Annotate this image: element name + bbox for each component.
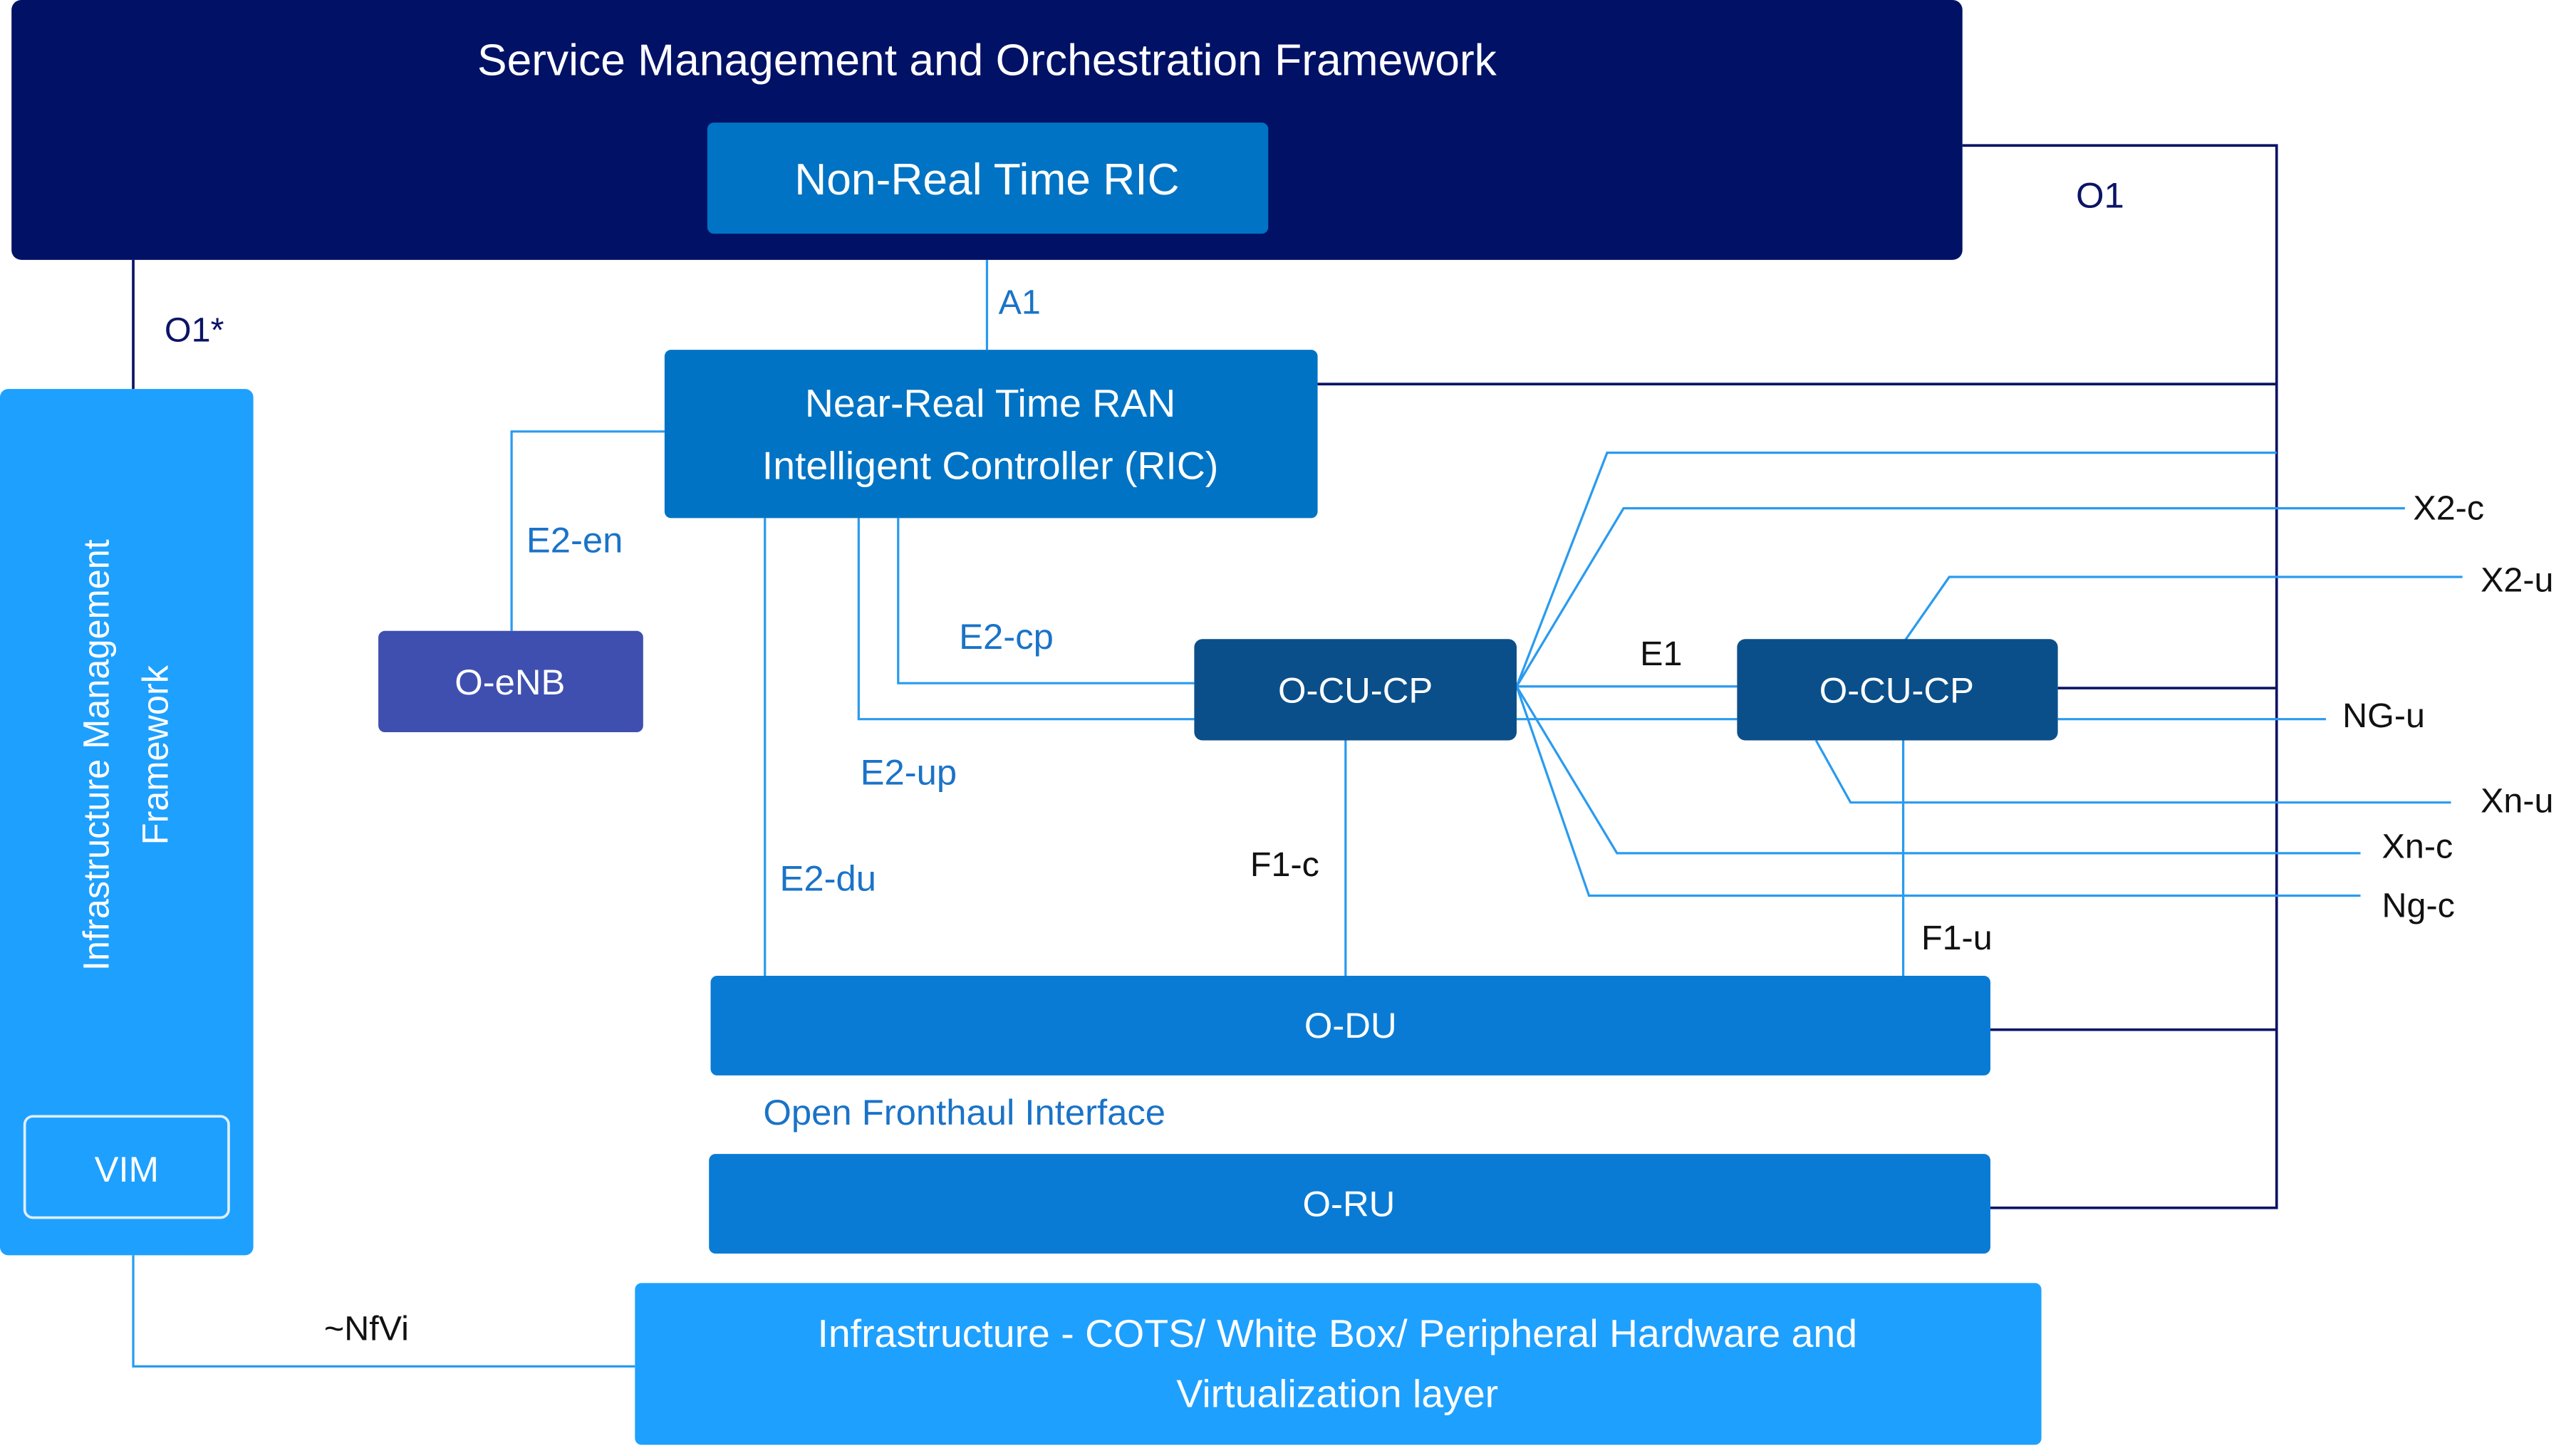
imf-label-line1: Infrastructure Management — [76, 539, 116, 971]
o-du-box[interactable]: O-DU — [710, 975, 1990, 1076]
ng-c-label: Ng-c — [2382, 886, 2455, 925]
near-rt-ric-box[interactable]: Near-Real Time RAN Intelligent Controlle… — [664, 350, 1318, 519]
a1-label: A1 — [999, 283, 1041, 322]
o-enb-box[interactable]: O-eNB — [378, 630, 643, 733]
o-cu-cp-2-box[interactable]: O-CU-CP — [1737, 639, 2058, 741]
o-cu-cp-1-label: O-CU-CP — [1278, 670, 1433, 711]
x2-c-upper-line — [1515, 452, 2277, 687]
e2-cp-label: E2-cp — [959, 616, 1054, 657]
o-ru-label: O-RU — [1303, 1183, 1396, 1224]
f1-u-label: F1-u — [1921, 919, 1993, 957]
o1-label: O1 — [2076, 175, 2124, 216]
near-rt-ric-label-line2: Intelligent Controller (RIC) — [762, 444, 1218, 488]
near-rt-ric-label-line1: Near-Real Time RAN — [805, 381, 1175, 425]
nfvi-line — [132, 1255, 635, 1368]
x2-c-label: X2-c — [2413, 489, 2484, 528]
o1-bus — [132, 144, 2278, 1209]
imf-label-line2: Framework — [135, 665, 175, 845]
ng-c-line — [1515, 686, 2361, 897]
o-cu-cp-1-box[interactable]: O-CU-CP — [1194, 639, 1517, 741]
smo-title: Service Management and Orchestration Fra… — [477, 36, 1497, 85]
f1-c-label: F1-c — [1250, 845, 1319, 884]
vim-box[interactable]: VIM — [23, 1115, 230, 1219]
e2-en-line — [510, 430, 665, 631]
xn-u-label: Xn-u — [2481, 782, 2553, 821]
o1-line-smo — [1962, 144, 2278, 1209]
e1-label: E1 — [1640, 635, 1682, 673]
non-rt-ric-box[interactable]: Non-Real Time RIC — [707, 123, 1269, 234]
o-du-label: O-DU — [1304, 1005, 1397, 1046]
e2-du-label: E2-du — [779, 858, 876, 899]
x2-u-line — [1904, 576, 2463, 642]
e2-en-label: E2-en — [526, 520, 623, 561]
infrastructure-layer-box[interactable]: Infrastructure - COTS/ White Box/ Periph… — [635, 1283, 2042, 1445]
non-rt-ric-label: Non-Real Time RIC — [794, 155, 1179, 204]
infra-label-line2: Virtualization layer — [1176, 1372, 1498, 1416]
e2-cp-line — [897, 518, 1195, 684]
open-fronthaul-label: Open Fronthaul Interface — [763, 1092, 1165, 1132]
xn-u-line — [1814, 739, 2451, 804]
xn-c-line — [1515, 685, 2361, 855]
infra-label-line1: Infrastructure - COTS/ White Box/ Periph… — [817, 1311, 1857, 1355]
x2-u-label: X2-u — [2481, 561, 2553, 600]
interface-lines — [132, 259, 2463, 1368]
e2-up-line — [857, 518, 1195, 721]
o1-star-label: O1* — [165, 311, 224, 350]
o-ru-box[interactable]: O-RU — [709, 1154, 1990, 1254]
xn-c-label: Xn-c — [2382, 828, 2453, 866]
o-enb-label: O-eNB — [455, 662, 565, 702]
o-cu-cp-2-label: O-CU-CP — [1819, 670, 1974, 711]
ng-u-label: NG-u — [2342, 697, 2425, 735]
vim-label: VIM — [95, 1149, 159, 1189]
e2-up-label: E2-up — [861, 752, 957, 793]
nfvi-label: ~NfVi — [324, 1310, 409, 1348]
infra-management-framework[interactable]: Infrastructure Management Framework — [0, 389, 254, 1256]
x2-c-line — [1515, 507, 2405, 687]
